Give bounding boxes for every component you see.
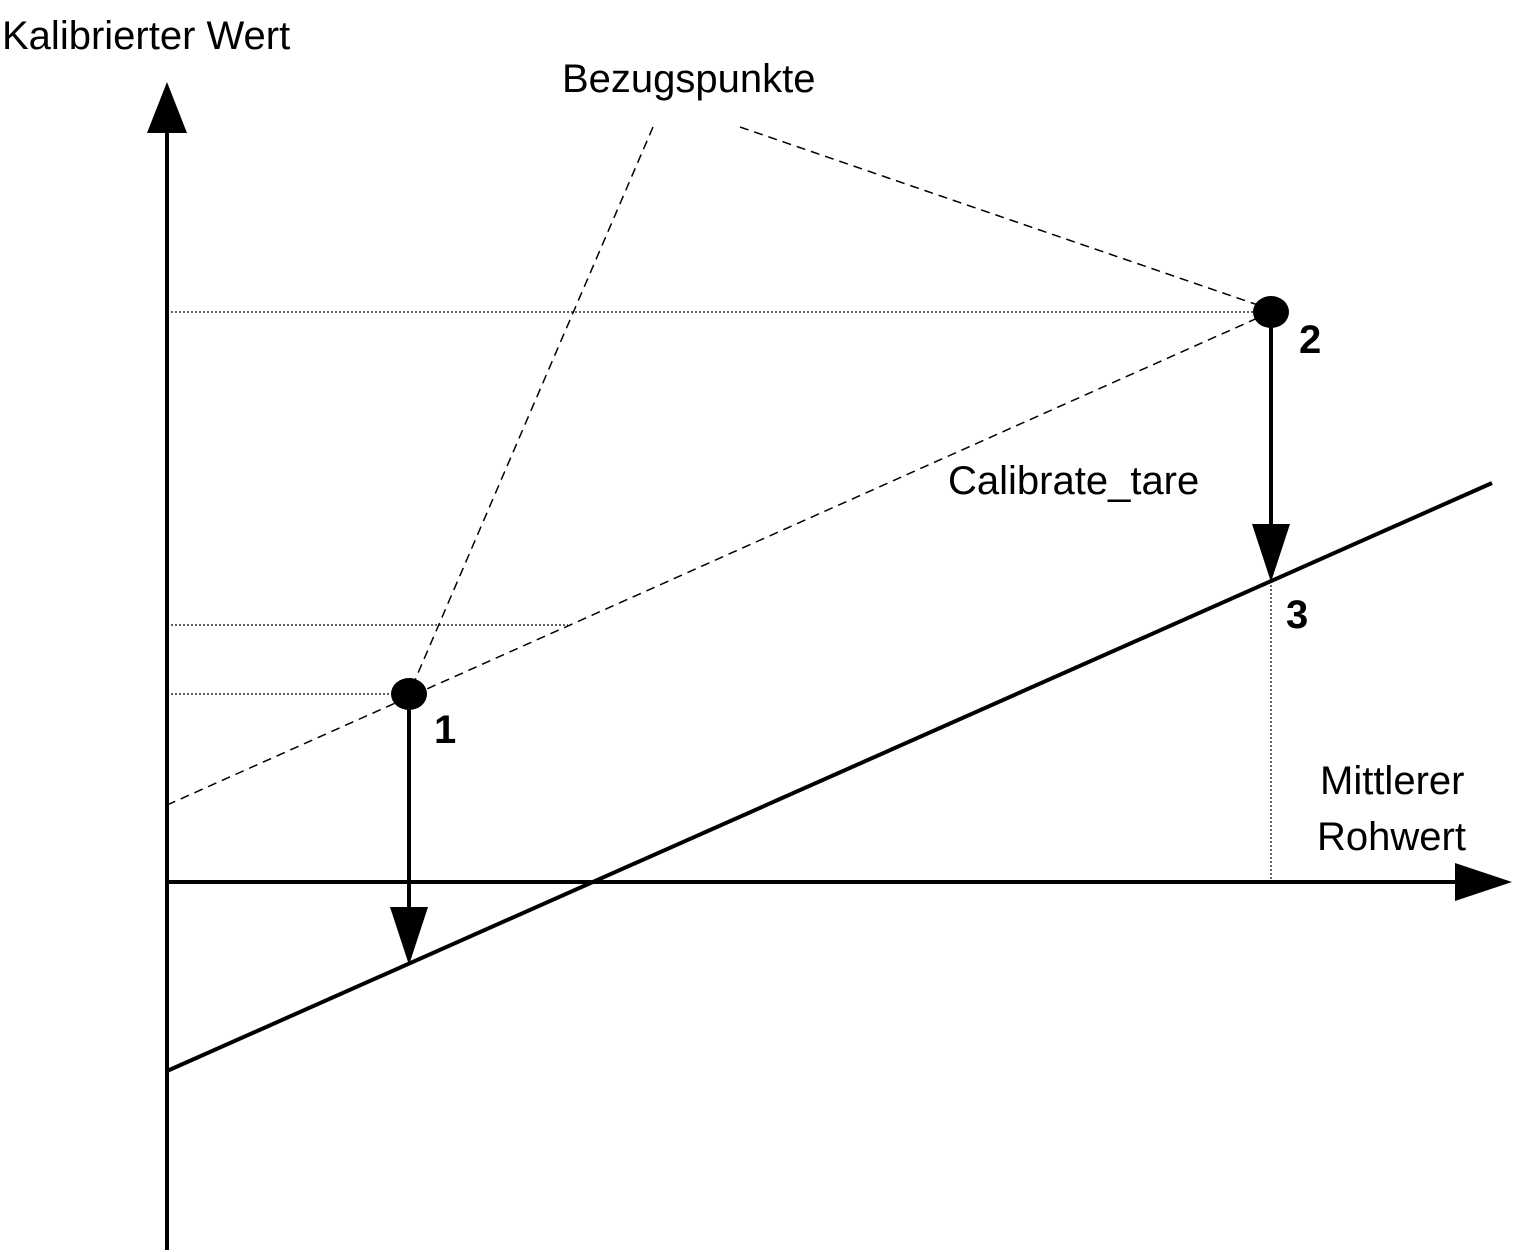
point-1-label: 1 [434, 708, 456, 752]
reference-point-2-marker [1253, 296, 1289, 328]
point-3-label: 3 [1286, 593, 1308, 637]
y-axis-arrowhead [147, 82, 187, 133]
leader-line-to-point-2 [739, 126, 1259, 306]
x-axis-arrowhead [1455, 863, 1512, 901]
x-axis-label-line-1: Mittlerer [1320, 759, 1464, 803]
calibrate-tare-label: Calibrate_tare [948, 459, 1199, 503]
x-axis-label-line-2: Rohwert [1317, 815, 1466, 859]
reference-point-1-marker [391, 678, 427, 710]
offset-arrow-2-head [1252, 524, 1290, 582]
calibrated-line [166, 481, 1493, 1073]
point-2-label: 2 [1299, 318, 1321, 362]
leader-line-to-point-1 [408, 126, 654, 695]
reference-line [166, 311, 1272, 806]
y-axis-label: Kalibrierter Wert [2, 14, 290, 58]
offset-arrow-1-head [390, 907, 428, 965]
reference-points-label: Bezugspunkte [562, 57, 816, 101]
